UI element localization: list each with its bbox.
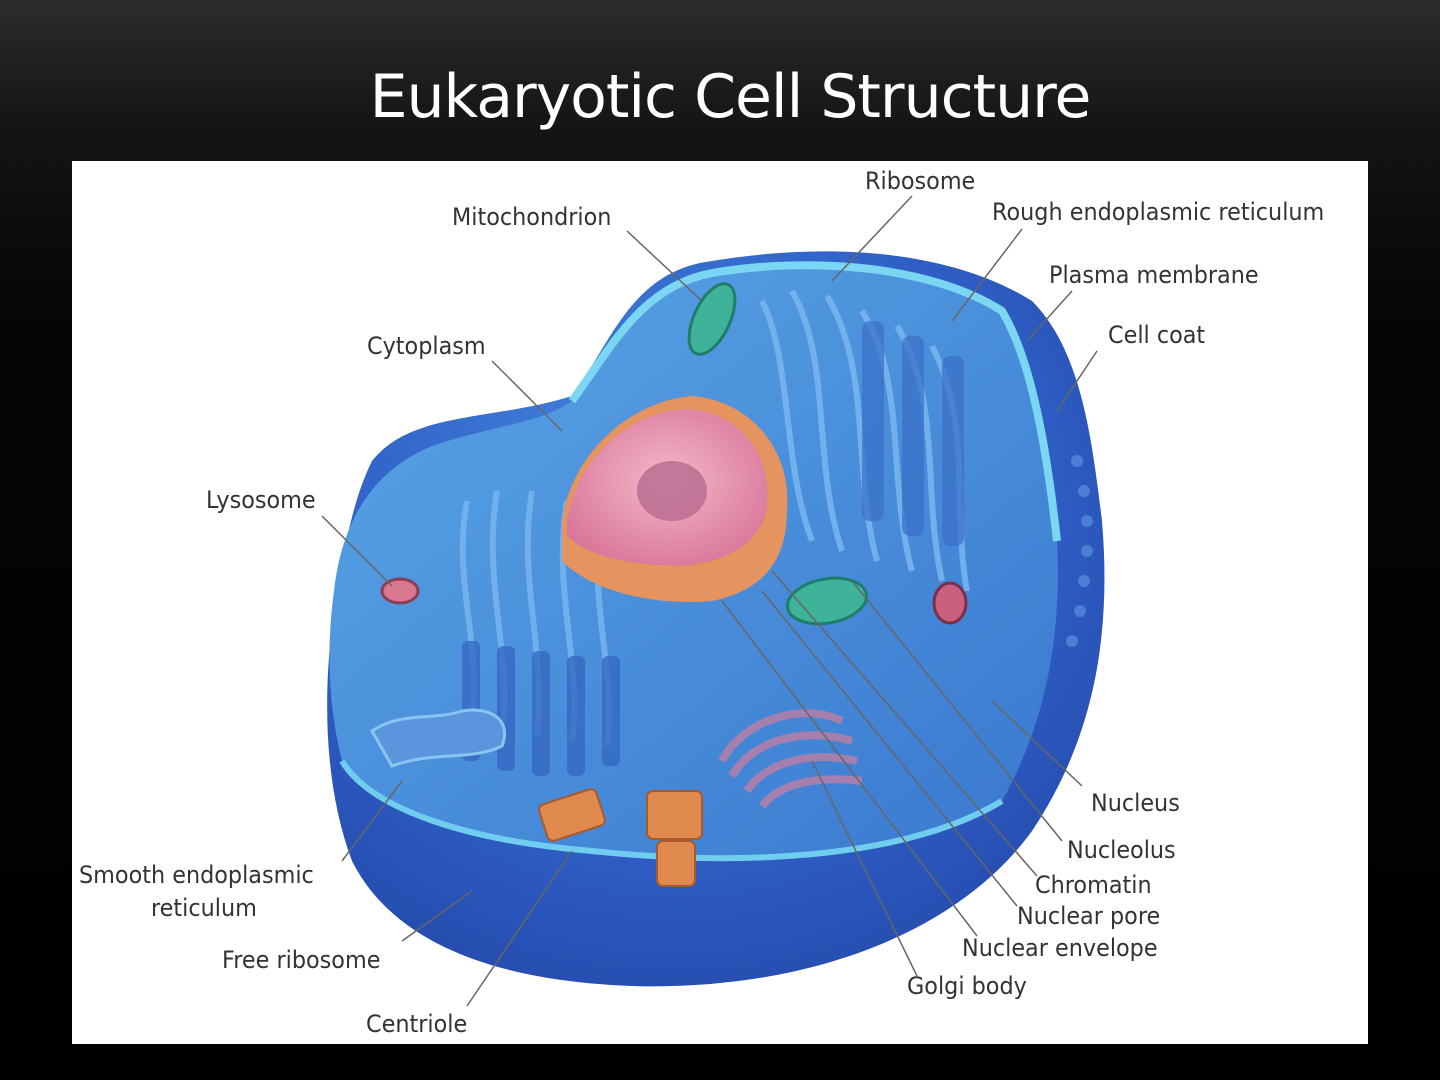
mitochondria	[687, 282, 869, 626]
label-ribosome: Ribosome	[865, 167, 976, 195]
plasma-membrane-rim	[568, 261, 1061, 542]
label-nucleus: Nucleus	[1091, 789, 1180, 817]
er-columns	[462, 641, 620, 776]
cell-coat-fringe	[1066, 455, 1093, 647]
label-nuclear-envelope: Nuclear envelope	[962, 934, 1158, 962]
smooth-er-tubules	[370, 708, 507, 768]
nucleus-illustration	[562, 396, 788, 602]
label-smooth-er-line2: reticulum	[151, 894, 257, 922]
diagram-panel: Ribosome Mitochondrion Rough endoplasmic…	[72, 161, 1368, 1044]
label-centriole: Centriole	[366, 1010, 468, 1038]
cell-illustration	[321, 195, 1105, 1007]
label-smooth-er-line1: Smooth endoplasmic	[79, 861, 314, 889]
label-cell-coat: Cell coat	[1108, 321, 1206, 349]
label-free-ribosome: Free ribosome	[222, 946, 381, 974]
rough-er-blocks	[862, 321, 964, 546]
label-golgi-body: Golgi body	[907, 972, 1027, 1000]
slide-title: Eukaryotic Cell Structure	[369, 62, 1092, 132]
nucleolus-shape	[637, 461, 707, 521]
label-cytoplasm: Cytoplasm	[367, 332, 486, 360]
label-rough-er: Rough endoplasmic reticulum	[992, 198, 1325, 226]
label-plasma-membrane: Plasma membrane	[1049, 261, 1259, 289]
centrioles	[538, 788, 703, 887]
label-nucleolus: Nucleolus	[1067, 836, 1176, 864]
leader-lines	[321, 195, 1098, 1007]
label-lysosome: Lysosome	[206, 486, 316, 514]
label-mitochondrion: Mitochondrion	[452, 203, 612, 231]
membrane-edge-lower	[339, 759, 1004, 862]
label-chromatin: Chromatin	[1035, 871, 1152, 899]
label-nuclear-pore: Nuclear pore	[1017, 902, 1161, 930]
